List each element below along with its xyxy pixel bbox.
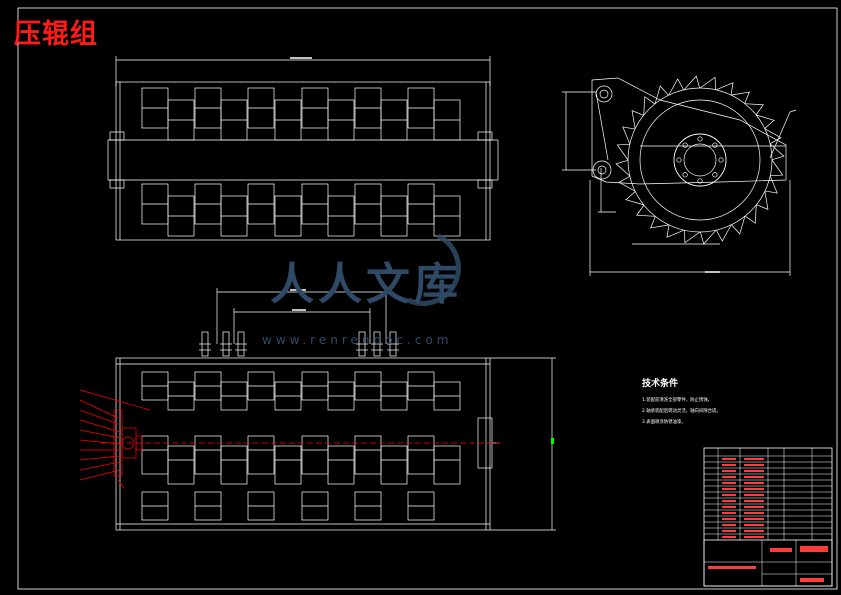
- saw-tooth: [654, 85, 669, 104]
- hub-hole: [697, 136, 703, 142]
- tooth-block: [301, 435, 329, 475]
- saw-tooth: [744, 204, 757, 224]
- saw-tooth: [650, 216, 669, 229]
- tooth-block: [433, 445, 461, 485]
- bolt: [371, 331, 383, 357]
- saw-tooth: [764, 128, 782, 144]
- hub-hole: [682, 142, 688, 148]
- bolt: [220, 331, 232, 357]
- saw-tooth: [683, 75, 701, 91]
- bolt: [235, 331, 247, 357]
- hub-hole: [712, 172, 718, 178]
- saw-tooth: [770, 159, 784, 177]
- bolt: [199, 331, 211, 357]
- saw-tooth: [668, 78, 684, 96]
- watermark-url: www.renrendoc.com: [262, 333, 453, 347]
- tooth-block: [220, 445, 248, 485]
- hub-hole: [712, 142, 718, 148]
- saw-tooth: [625, 191, 644, 206]
- tooth-block: [167, 445, 195, 485]
- bolt: [387, 331, 399, 357]
- tooth-block: [274, 445, 302, 485]
- saw-tooth: [769, 143, 785, 161]
- drawing-frame: [17, 7, 838, 590]
- saw-tooth: [715, 82, 734, 96]
- hub-hole: [697, 178, 703, 184]
- drawing-title: 压辊组: [14, 19, 98, 50]
- bolt: [356, 331, 368, 357]
- tooth-block: [380, 445, 408, 485]
- saw-tooth: [744, 103, 764, 116]
- saw-tooth: [716, 224, 732, 242]
- front-view: [115, 288, 556, 531]
- saw-tooth: [615, 159, 631, 177]
- hub-hole: [718, 157, 724, 163]
- saw-tooth: [699, 76, 717, 90]
- tooth-block: [141, 435, 169, 475]
- saw-tooth: [699, 229, 717, 245]
- teeth-grid: [141, 371, 461, 521]
- saw-teeth: [615, 75, 785, 245]
- tooth-block: [247, 435, 275, 475]
- saw-tooth: [643, 96, 656, 116]
- saw-tooth: [756, 114, 775, 129]
- saw-tooth: [636, 204, 656, 217]
- saw-tooth: [622, 126, 636, 145]
- saw-tooth: [616, 143, 630, 161]
- saw-tooth: [631, 110, 644, 129]
- saw-tooth: [618, 176, 636, 192]
- side-view: [562, 75, 797, 276]
- tooth-block: [327, 445, 355, 485]
- teeth-row-lower: [141, 183, 461, 237]
- watermark-logo-icon: [406, 233, 461, 306]
- mounting-bolts: [199, 331, 399, 357]
- saw-tooth: [731, 91, 750, 104]
- watermark-text: 人人文库: [270, 259, 462, 310]
- teeth-row-upper: [141, 87, 461, 141]
- tooth-block: [194, 435, 222, 475]
- saw-tooth: [756, 191, 769, 210]
- requirement-item: 3.表面喷涂防锈油漆。: [642, 420, 686, 425]
- tooth-block: [354, 435, 382, 475]
- technical-requirements-heading: 技术条件: [642, 379, 679, 389]
- tooth-block: [407, 435, 435, 475]
- saw-tooth: [764, 175, 778, 194]
- saw-tooth: [683, 230, 701, 244]
- requirement-item: 1.装配前清洗全部零件，防止锈蚀。: [642, 398, 713, 403]
- title-block: [703, 447, 833, 587]
- hub-hole: [676, 157, 682, 163]
- title-block-marks: [708, 458, 828, 582]
- hub-bolt-circle: [676, 136, 724, 184]
- requirement-item: 2.轴承装配后转动灵活，轴向间隙合适。: [642, 409, 721, 414]
- drive-assembly-annotation: [79, 389, 500, 489]
- saw-tooth: [731, 216, 746, 235]
- hub-hole: [682, 172, 688, 178]
- technical-requirements: 技术条件 1.装配前清洗全部零件，防止锈蚀。 2.轴承装配后转动灵活，轴向间隙合…: [642, 376, 721, 428]
- top-view: [107, 56, 499, 241]
- saw-tooth: [666, 224, 685, 238]
